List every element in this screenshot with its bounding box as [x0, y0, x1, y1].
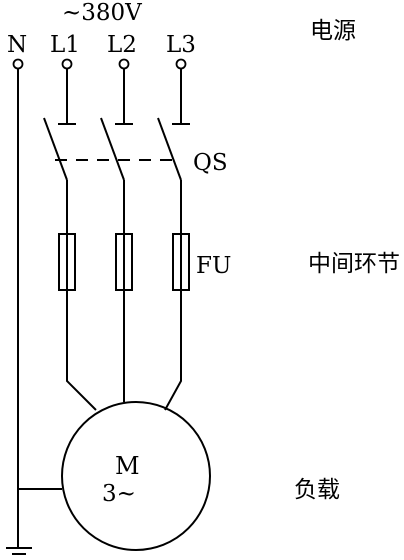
switch-blade-l1: [43, 117, 68, 181]
terminal-label-l1: L1: [50, 32, 80, 58]
load-label: 负载: [294, 477, 340, 503]
fuse-l2: [115, 233, 133, 291]
motor-circle: [61, 401, 211, 551]
phase-l1-to-motor: [66, 290, 97, 411]
switch-blade-l3: [157, 117, 182, 181]
terminal-n: [12, 58, 24, 70]
phase-l2-upper: [115, 69, 133, 125]
phase-l3-upper: [172, 69, 190, 125]
terminal-label-l2: L2: [107, 32, 137, 58]
fuse-label: FU: [196, 253, 231, 279]
switch-label: QS: [193, 150, 228, 176]
phase-l1-upper: [58, 69, 76, 125]
terminal-l2: [118, 58, 130, 70]
fuse-l3: [172, 233, 190, 291]
supply-voltage-label: ~380V: [62, 0, 142, 26]
terminal-l3: [175, 58, 187, 70]
terminal-label-l3: L3: [166, 32, 196, 58]
power-source-label: 电源: [310, 18, 356, 44]
fuse-l1: [58, 233, 76, 291]
motor-letter: M: [115, 452, 140, 480]
intermediate-stage-label: 中间环节: [308, 251, 400, 277]
motor-phase: 3~: [102, 481, 136, 507]
switch-blade-l2: [100, 117, 125, 181]
phase-l3-to-motor: [164, 290, 182, 411]
terminal-l1: [61, 58, 73, 70]
terminal-label-n: N: [7, 32, 27, 58]
